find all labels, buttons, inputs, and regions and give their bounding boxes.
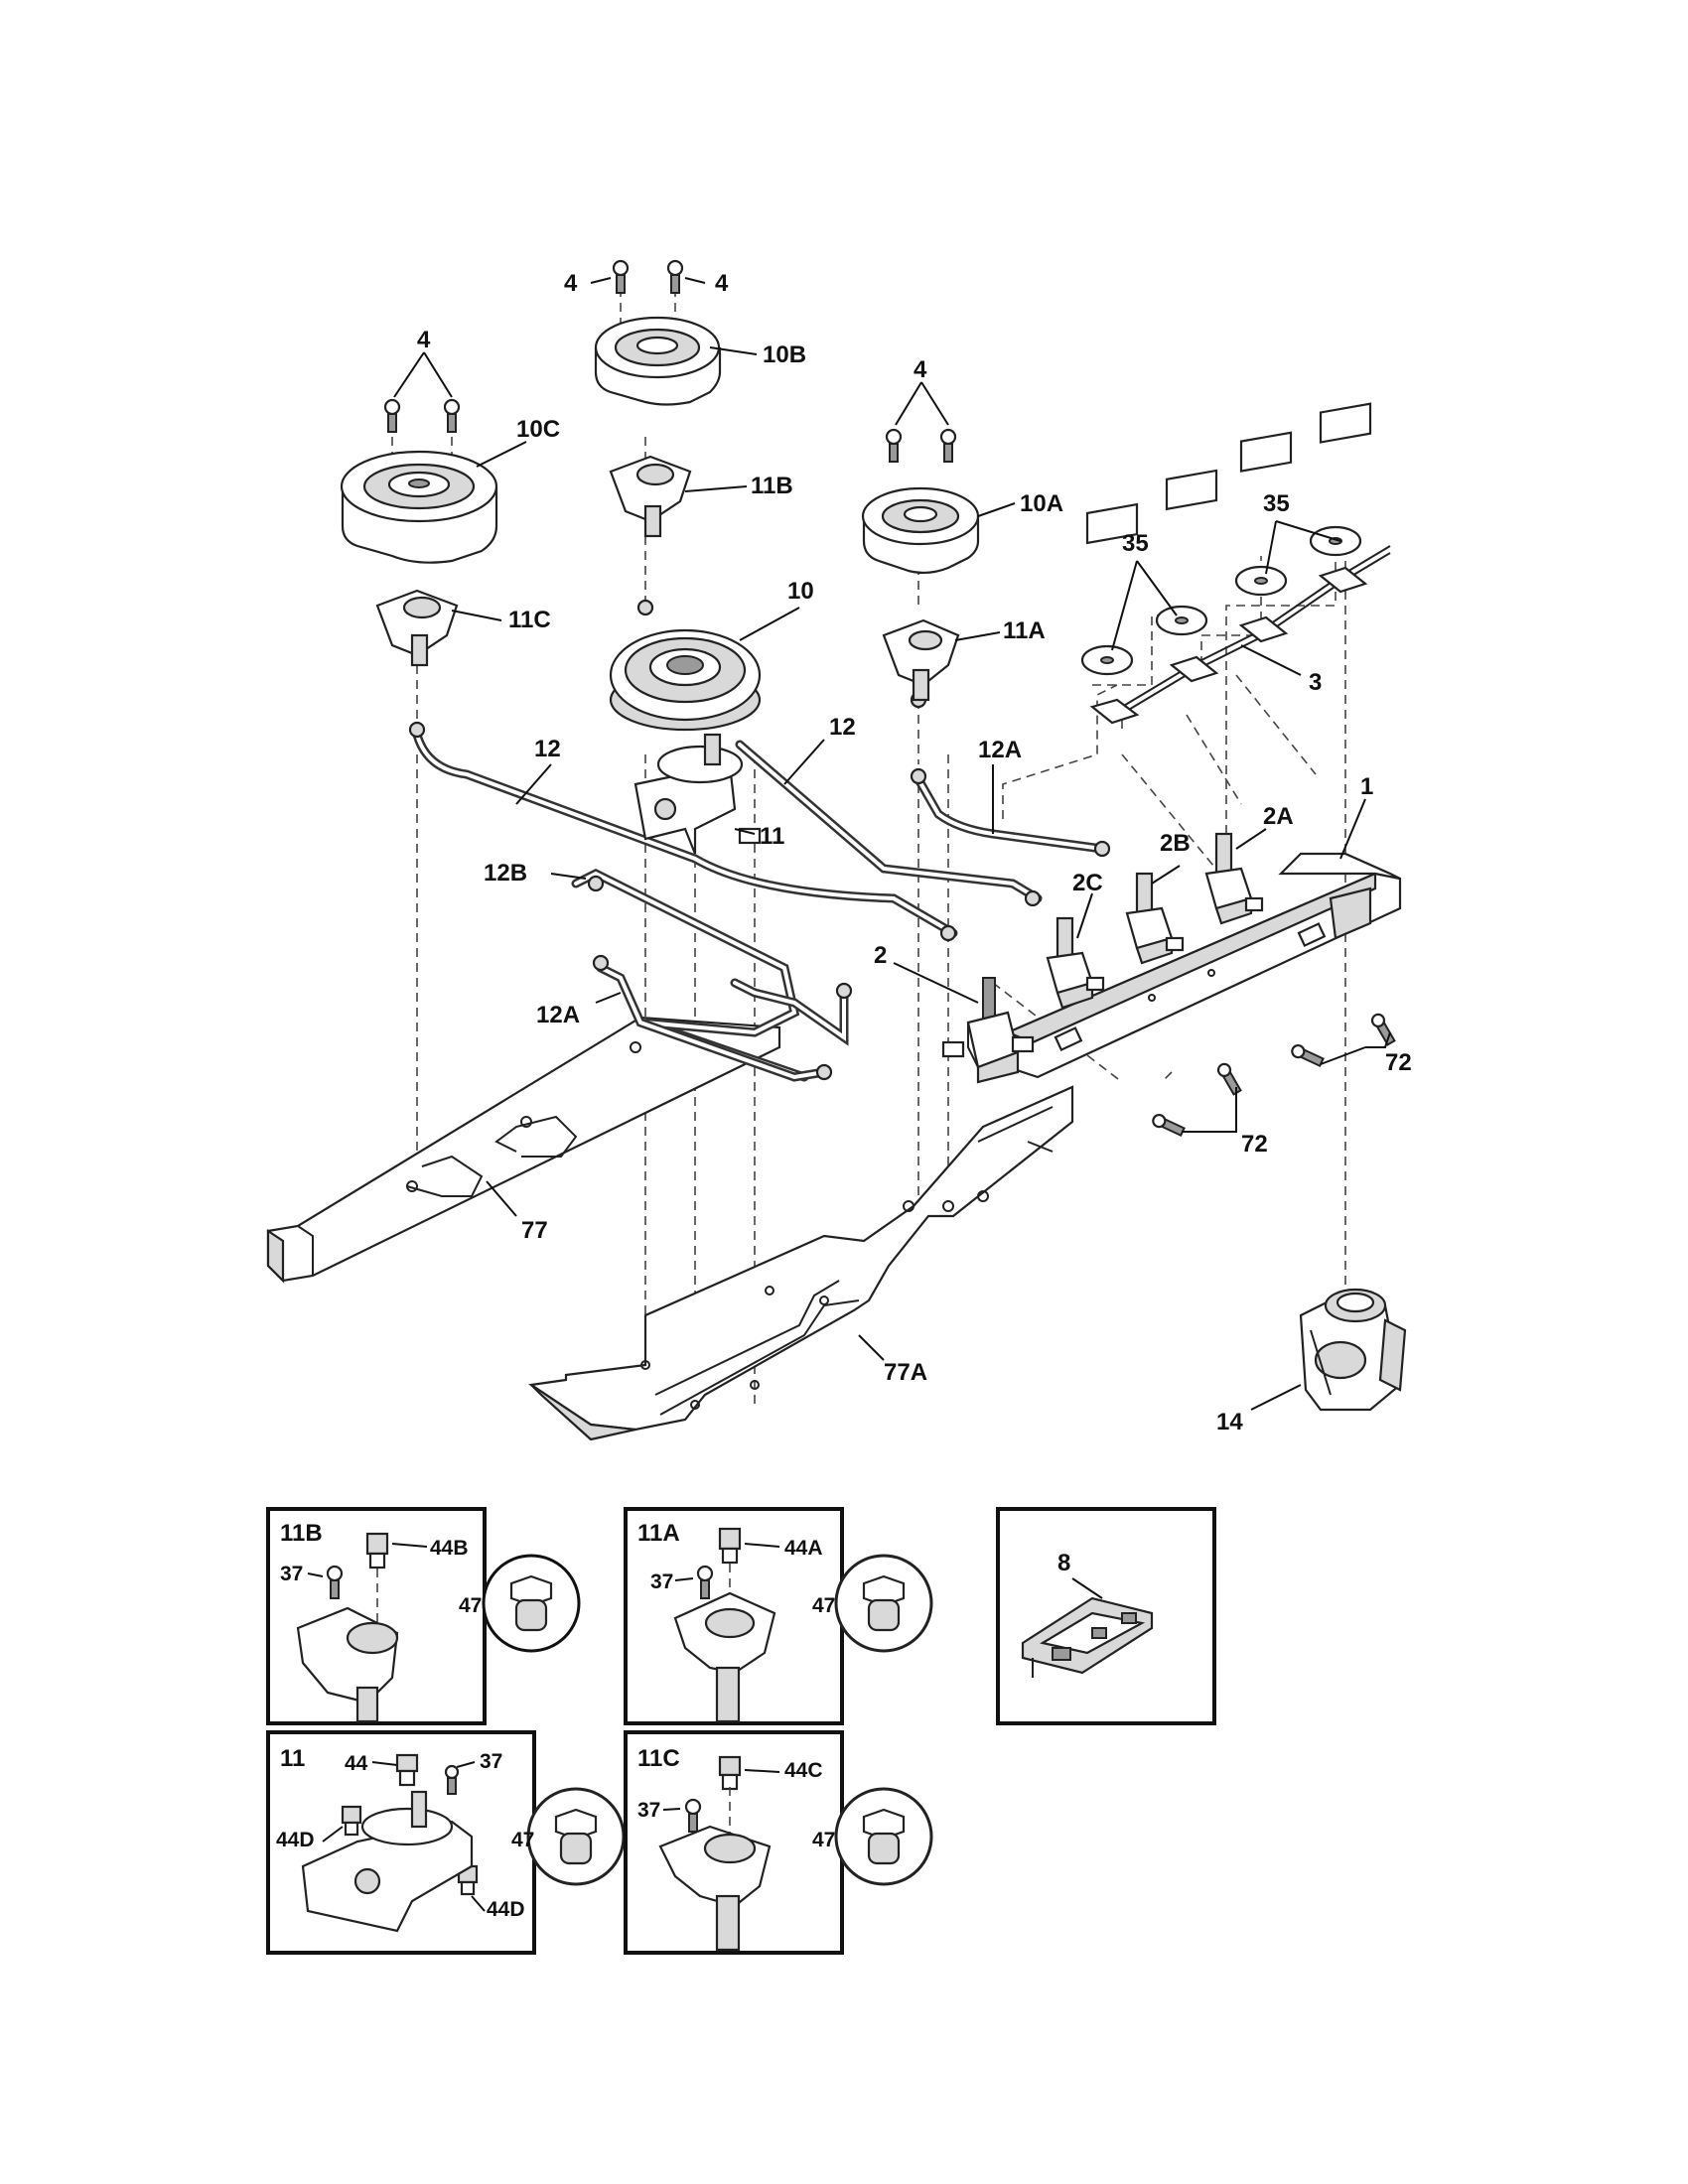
label-10a: 10A	[1020, 490, 1063, 517]
burner-head-11c	[375, 589, 459, 667]
label-2b: 2B	[1160, 830, 1191, 857]
pressure-regulator-14	[1299, 1288, 1407, 1412]
inset-11-orifice-label: 44	[345, 1752, 368, 1775]
label-2a: 2A	[1263, 803, 1294, 830]
inset-11: 11 44 37 44D 44D 47	[266, 1730, 626, 1955]
inset-11a-detail-label: 47	[812, 1594, 835, 1617]
burner-10	[609, 599, 927, 732]
valve-2c	[1046, 916, 1105, 1010]
inset-11c: 11C 37 44C 47	[624, 1730, 933, 1955]
inset-11c-detail-label: 47	[812, 1829, 835, 1851]
inset-8-spark-module: 8	[996, 1507, 1216, 1725]
label-2: 2	[874, 942, 887, 969]
inset-11a-title: 11A	[637, 1520, 680, 1547]
label-72-b: 72	[1241, 1131, 1268, 1158]
inset-11a: 11A 37 44A 47	[624, 1507, 933, 1725]
inset-11b-title: 11B	[280, 1520, 323, 1547]
mounting-bracket-77	[266, 1016, 781, 1284]
label-4-top-a: 4	[564, 270, 578, 297]
burner-head-11b	[609, 455, 692, 538]
label-12a-left: 12A	[536, 1002, 580, 1028]
valve-2b	[1125, 872, 1185, 965]
inset-11a-screw-label: 37	[650, 1570, 673, 1593]
label-12-left: 12	[534, 736, 561, 762]
inset-11-title: 11	[280, 1745, 305, 1772]
inset-11-screw-label: 37	[480, 1750, 502, 1773]
callout-labels: 4 4 4 4 10B 10C 11B 10A 35 35 11C 10 11A…	[417, 270, 1412, 1435]
inset-11c-title: 11C	[637, 1745, 680, 1772]
label-77a: 77A	[884, 1359, 927, 1386]
screws-72	[1152, 1013, 1396, 1138]
spark-switch-harness-3	[1085, 402, 1391, 725]
label-11a: 11A	[1003, 617, 1046, 644]
burner-cap-10c	[340, 450, 498, 564]
label-11: 11	[760, 823, 784, 850]
gas-manifold-1	[1005, 852, 1402, 1079]
label-12b: 12B	[484, 860, 527, 887]
label-4-top-b: 4	[715, 270, 729, 297]
inset-11c-screw-label: 37	[637, 1799, 660, 1822]
label-1: 1	[1360, 773, 1373, 800]
label-2c: 2C	[1072, 870, 1103, 896]
label-10b: 10B	[763, 341, 806, 368]
inset-11-orifice-d2-label: 44D	[487, 1898, 525, 1921]
label-14: 14	[1216, 1409, 1243, 1435]
leader-lines	[393, 277, 1391, 1411]
burner-base-11	[633, 733, 762, 855]
label-10c: 10C	[516, 416, 560, 443]
label-77: 77	[521, 1217, 548, 1244]
inset-11a-orifice-label: 44A	[784, 1537, 823, 1560]
burner-head-11a	[882, 618, 960, 702]
label-10: 10	[787, 578, 814, 605]
inset-11-detail-label: 47	[511, 1829, 534, 1851]
label-12-right: 12	[829, 714, 856, 741]
inset-11b-orifice-label: 44B	[430, 1537, 469, 1560]
inset-11b-detail-label: 47	[459, 1594, 482, 1617]
label-35-top: 35	[1263, 490, 1290, 517]
tube-fittings	[408, 721, 1111, 1081]
burner-cap-10a	[861, 486, 980, 575]
inset-11b: 11B 37 44B 47	[266, 1507, 581, 1725]
inset-8-label: 8	[1057, 1550, 1070, 1576]
label-11c: 11C	[508, 607, 551, 633]
label-4-left: 4	[417, 327, 431, 353]
label-72-a: 72	[1385, 1049, 1412, 1076]
label-3: 3	[1309, 669, 1322, 696]
valve-2a	[1204, 832, 1264, 925]
inset-11-orifice-d1-label: 44D	[276, 1829, 315, 1851]
label-35-mid: 35	[1122, 530, 1149, 557]
inset-11b-screw-label: 37	[280, 1563, 303, 1585]
screws-4	[383, 259, 957, 463]
label-12a-top: 12A	[978, 737, 1022, 763]
label-11b: 11B	[751, 473, 793, 499]
inset-11c-orifice-label: 44C	[784, 1759, 823, 1782]
label-4-right: 4	[914, 356, 927, 383]
burner-cap-10b	[594, 316, 722, 406]
insulators-35	[1080, 525, 1362, 676]
valve-2	[941, 977, 1035, 1084]
mounting-bracket-77a	[527, 1085, 1074, 1441]
